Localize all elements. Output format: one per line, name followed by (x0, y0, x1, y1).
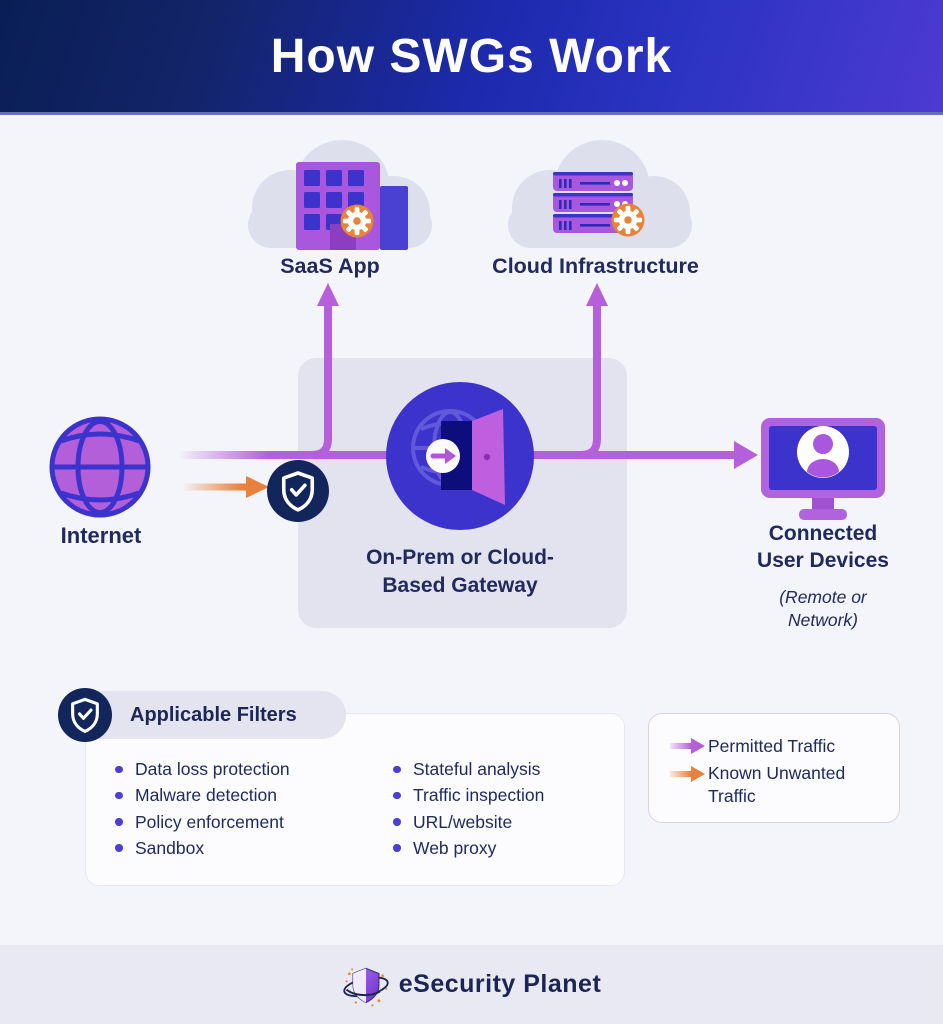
filter-item: Policy enforcement (112, 809, 290, 835)
filters-title-pill: Applicable Filters (58, 691, 346, 739)
devices-note: (Remote or Network) (779, 587, 867, 630)
filter-item: Web proxy (390, 835, 544, 861)
filter-item: Traffic inspection (390, 782, 544, 808)
legend-permitted-label: Permitted Traffic (708, 736, 836, 756)
filters-card (85, 713, 625, 886)
gateway-label: On-Prem or Cloud- Based Gateway (366, 546, 554, 597)
devices-label: Connected User Devices (757, 522, 889, 572)
filters-list-column1: Data loss protection Malware detection P… (112, 756, 290, 861)
legend-card (648, 713, 900, 823)
filters-title: Applicable Filters (130, 703, 297, 726)
page-title: How SWGs Work (270, 29, 673, 83)
saas-label: SaaS App (280, 254, 380, 278)
header-banner: How SWGs Work (0, 0, 943, 115)
filter-item: Data loss protection (112, 756, 290, 782)
footer: eSecurity Planet (0, 945, 943, 1024)
filter-item: Sandbox (112, 835, 290, 861)
filter-item: Malware detection (112, 782, 290, 808)
cloud-infrastructure-label: Cloud Infrastructure (492, 254, 699, 278)
legend-unwanted-label: Known Unwanted Traffic (708, 763, 846, 806)
brand-name: eSecurity Planet (398, 970, 602, 998)
filter-item: URL/website (390, 809, 544, 835)
filters-list-column2: Stateful analysis Traffic inspection URL… (390, 756, 544, 861)
brand-shield-logo-icon (343, 967, 389, 1006)
internet-label: Internet (60, 523, 142, 548)
filter-item: Stateful analysis (390, 756, 544, 782)
